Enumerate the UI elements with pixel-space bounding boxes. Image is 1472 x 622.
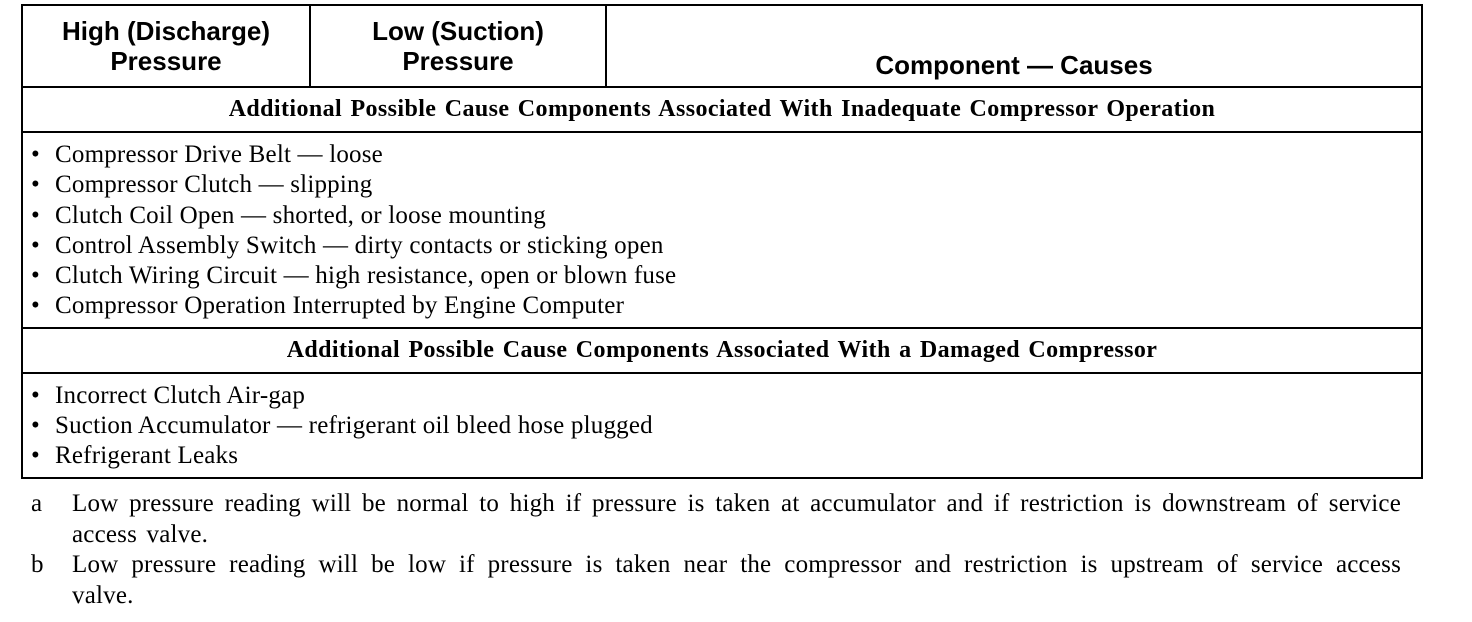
header-low-line-2: Pressure xyxy=(402,46,514,76)
section-title-damaged-compressor: Additional Possible Cause Components Ass… xyxy=(21,326,1423,374)
section-title-row: Additional Possible Cause Components Ass… xyxy=(21,326,1423,374)
footnote-text: Low pressure reading will be low if pres… xyxy=(72,551,1401,609)
bullet-icon: • xyxy=(31,231,40,259)
header-row: High (Discharge) Pressure Low (Suction) … xyxy=(21,4,1423,88)
section-title-row: Additional Possible Cause Components Ass… xyxy=(21,86,1423,133)
section-title-inadequate-operation: Additional Possible Cause Components Ass… xyxy=(21,86,1423,133)
list-item: • Compressor Operation Interrupted by Eng… xyxy=(31,291,1421,321)
list-item: • Control Assembly Switch — dirty contact… xyxy=(31,231,1421,261)
footnote-text: Low pressure reading will be normal to h… xyxy=(72,490,1401,548)
list-item-text: Clutch Wiring Circuit — high resistance,… xyxy=(55,262,677,290)
list-item: • Compressor Clutch — slipping xyxy=(31,170,1421,200)
cause-list-damaged-compressor: • Incorrect Clutch Air-gap • Suction Accum… xyxy=(21,371,1423,479)
list-item-text: Incorrect Clutch Air-gap xyxy=(55,381,306,409)
bullet-icon: • xyxy=(31,171,40,199)
bullet-icon: • xyxy=(31,141,40,168)
section-items-row: • Compressor Drive Belt — loose • Compress… xyxy=(21,131,1423,329)
diagnosis-table: High (Discharge) Pressure Low (Suction) … xyxy=(21,4,1423,479)
header-component-label: Component — Causes xyxy=(875,50,1153,80)
list-item-text: Clutch Coil Open — shorted, or loose mou… xyxy=(55,201,546,229)
list-item: • Suction Accumulator — refrigerant oil b… xyxy=(31,411,1421,441)
cause-list-inadequate-operation: • Compressor Drive Belt — loose • Compress… xyxy=(21,131,1423,329)
header-low-line-1: Low (Suction) xyxy=(372,16,544,46)
list-item-text: Control Assembly Switch — dirty contacts… xyxy=(55,231,664,259)
footnote-a: a Low pressure reading will be normal to… xyxy=(31,489,1401,550)
list-item-text: Compressor Drive Belt — loose xyxy=(55,141,383,168)
list-item: • Compressor Drive Belt — loose xyxy=(31,140,1421,170)
bullet-icon: • xyxy=(31,201,40,229)
section-items-row: • Incorrect Clutch Air-gap • Suction Accum… xyxy=(21,371,1423,479)
footnote-letter: a xyxy=(31,490,43,517)
list-item-text: Compressor Operation Interrupted by Engi… xyxy=(55,292,625,320)
list-item: • Clutch Coil Open — shorted, or loose mo… xyxy=(31,201,1421,231)
bullet-icon: • xyxy=(31,262,40,290)
list-item-text: Suction Accumulator — refrigerant oil bl… xyxy=(55,412,653,440)
bullet-icon: • xyxy=(31,381,40,409)
header-high-pressure: High (Discharge) Pressure xyxy=(21,4,311,88)
header-low-pressure: Low (Suction) Pressure xyxy=(309,4,607,88)
list-item-text: Refrigerant Leaks xyxy=(55,442,239,470)
bullet-icon: • xyxy=(31,442,40,470)
header-high-line-1: High (Discharge) xyxy=(61,16,271,46)
header-high-line-2: Pressure xyxy=(110,46,222,76)
list-item: • Clutch Wiring Circuit — high resistance… xyxy=(31,261,1421,291)
footnote-letter: b xyxy=(31,551,44,578)
footnotes: a Low pressure reading will be normal to… xyxy=(31,489,1401,611)
bullet-icon: • xyxy=(31,412,40,440)
header-component-causes: Component — Causes xyxy=(605,4,1423,88)
list-item-text: Compressor Clutch — slipping xyxy=(55,171,373,199)
list-item: • Incorrect Clutch Air-gap xyxy=(31,381,1421,411)
footnote-b: b Low pressure reading will be low if pr… xyxy=(31,550,1401,611)
bullet-icon: • xyxy=(31,292,40,320)
list-item: • Refrigerant Leaks xyxy=(31,441,1421,471)
